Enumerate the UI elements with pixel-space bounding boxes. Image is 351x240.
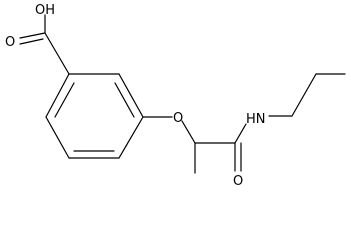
propanamide-chain: O HN <box>194 112 266 189</box>
ether-oxygen-label: O <box>173 111 183 126</box>
ch2-ch2-bond <box>291 73 317 117</box>
acid-c-o-double-bond-offset <box>19 38 44 45</box>
ring-bond <box>45 73 70 118</box>
acid-c-ring-bond <box>44 32 70 75</box>
molecule-diagram: OH O O O HN <box>5 3 346 189</box>
ring-bond <box>45 116 70 159</box>
propyl-chain <box>268 73 346 117</box>
ring-bond <box>118 73 144 118</box>
ether-linkage: O <box>142 111 196 144</box>
hydroxyl-label: OH <box>35 3 55 18</box>
amide-c-n-bond <box>234 123 247 144</box>
benzene-ring <box>45 73 144 159</box>
amide-nitrogen-label: HN <box>246 112 266 127</box>
ring-inner-double-bond <box>114 82 135 118</box>
ring-inner-double-bond <box>54 82 75 118</box>
acid-c-o-double-bond <box>19 32 46 39</box>
acid-carbonyl-oxygen-label: O <box>5 35 15 50</box>
ring-bond <box>118 116 144 159</box>
amide-oxygen-label: O <box>233 174 243 189</box>
carboxylic-acid-group: OH O <box>5 3 70 75</box>
o-ch-bond <box>181 120 196 144</box>
chemical-structure: OH O O O HN <box>5 3 346 189</box>
